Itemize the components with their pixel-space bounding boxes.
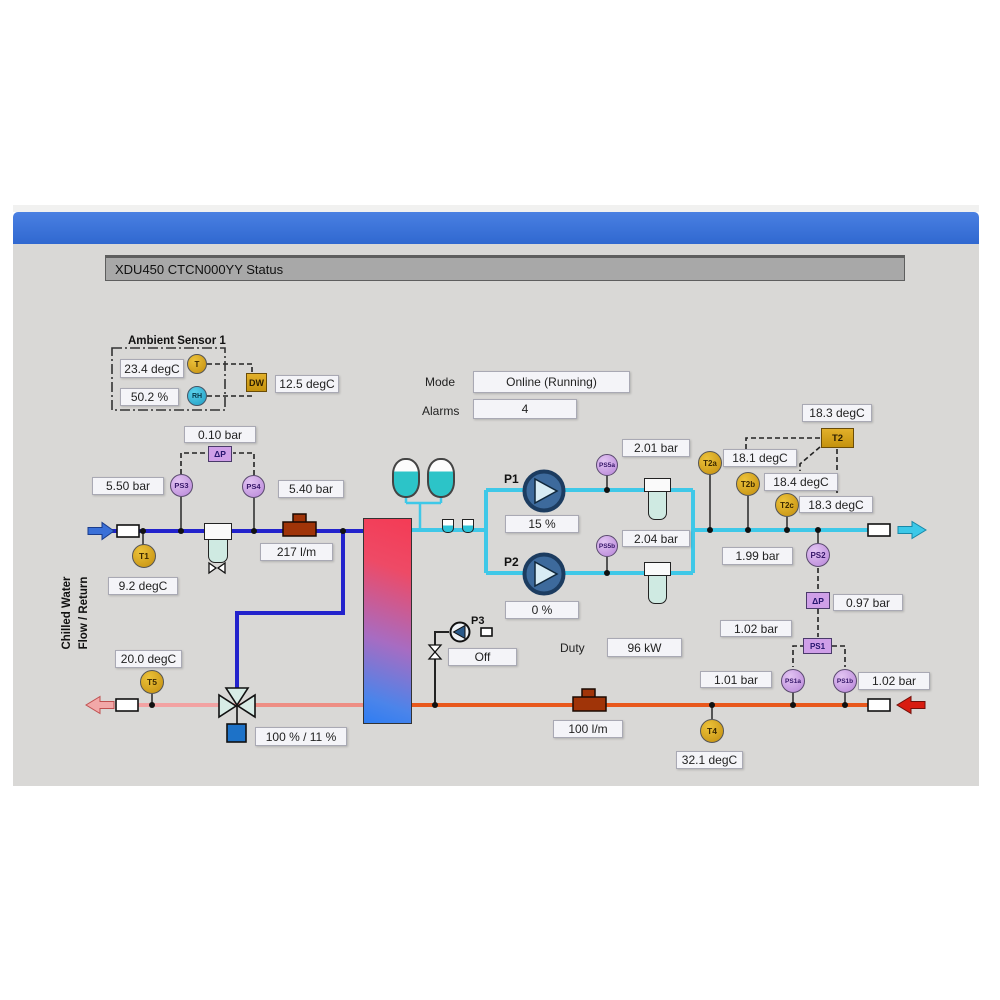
supply-filter-cap: [204, 523, 232, 540]
p2-strainer[interactable]: [648, 576, 667, 604]
p1-label: P1: [504, 472, 519, 486]
t2a-sensor[interactable]: T2a: [698, 451, 722, 475]
heat-exchanger[interactable]: [363, 518, 412, 724]
ambient-temp-readout: 23.4 degC: [120, 359, 184, 378]
ps4-readout: 5.40 bar: [278, 480, 344, 498]
pump-p1[interactable]: [522, 469, 566, 513]
ps5b-readout: 2.04 bar: [622, 530, 690, 547]
air-vent-1: [442, 519, 454, 533]
ambient-rh-sensor[interactable]: RH: [187, 386, 207, 406]
expansion-vessel-2: [427, 458, 455, 498]
pump-p2[interactable]: [522, 552, 566, 596]
ps3-sensor[interactable]: PS3: [170, 474, 193, 497]
window-titlebar: [13, 212, 979, 244]
mode-value-box[interactable]: Online (Running): [473, 371, 630, 393]
supply-dp-tag[interactable]: ΔP: [208, 446, 232, 462]
alarms-count-box[interactable]: 4: [473, 399, 577, 419]
pump-p3[interactable]: [449, 621, 471, 643]
p2-speed-readout: 0 %: [505, 601, 579, 619]
ps1-tag[interactable]: PS1: [803, 638, 832, 654]
t4-sensor[interactable]: T4: [700, 719, 724, 743]
duty-readout: 96 kW: [607, 638, 682, 657]
t5-sensor[interactable]: T5: [140, 670, 164, 694]
p3-label: P3: [471, 615, 485, 627]
window-body: [13, 244, 979, 786]
t2a-readout: 18.1 degC: [723, 449, 797, 467]
t2c-readout: 18.3 degC: [799, 496, 873, 513]
valve-position-readout: 100 % / 11 %: [255, 727, 347, 746]
ps1b-readout: 1.02 bar: [858, 672, 930, 690]
ps2-readout: 1.99 bar: [722, 547, 793, 565]
pipe-legend: Chilled Water Flow / Return: [59, 548, 95, 678]
pump-impeller-icon: [452, 624, 466, 640]
ambient-group-title: Ambient Sensor 1: [128, 335, 226, 347]
ambient-humidity-readout: 50.2 %: [120, 388, 179, 406]
p2-label: P2: [504, 555, 519, 569]
p1-speed-readout: 15 %: [505, 515, 579, 533]
supply-dp-readout: 0.10 bar: [184, 426, 256, 443]
ambient-temp-sensor[interactable]: T: [187, 354, 207, 374]
ps5a-readout: 2.01 bar: [622, 439, 690, 457]
supply-filter[interactable]: [208, 540, 228, 563]
ps1a-sensor[interactable]: PS1a: [781, 669, 805, 693]
ps5a-sensor[interactable]: PS5a: [596, 454, 618, 476]
pipe-legend-line1: Chilled Water: [61, 576, 73, 650]
outlet-dp-readout: 0.97 bar: [833, 594, 903, 611]
air-vent-2: [462, 519, 474, 533]
p1-strainer[interactable]: [648, 492, 667, 520]
page-title: XDU450 CTCN000YY Status: [105, 255, 905, 281]
p3-state-readout: Off: [448, 648, 517, 666]
ps4-sensor[interactable]: PS4: [242, 475, 265, 498]
mode-label: Mode: [425, 375, 456, 389]
outlet-dp-tag[interactable]: ΔP: [806, 592, 830, 609]
t2b-readout: 18.4 degC: [764, 473, 838, 491]
ps1a-readout: 1.01 bar: [700, 671, 772, 688]
window-top-edge: [13, 205, 979, 212]
ps2-sensor[interactable]: PS2: [806, 543, 830, 567]
t5-readout: 20.0 degC: [115, 650, 182, 668]
ps5b-sensor[interactable]: PS5b: [596, 535, 618, 557]
pipe-legend-line2: Flow / Return: [77, 576, 90, 650]
t2b-sensor[interactable]: T2b: [736, 472, 760, 496]
return-flow-readout: 100 l/m: [553, 720, 623, 738]
t4-readout: 32.1 degC: [676, 751, 743, 769]
ps3-readout: 5.50 bar: [92, 477, 164, 495]
t1-sensor[interactable]: T1: [132, 544, 156, 568]
ps1-readout: 1.02 bar: [720, 620, 792, 637]
duty-label: Duty: [560, 641, 585, 655]
t2c-sensor[interactable]: T2c: [775, 493, 799, 517]
t1-readout: 9.2 degC: [108, 577, 178, 595]
dewpoint-sensor[interactable]: DW: [246, 373, 267, 392]
alarms-label: Alarms: [422, 404, 460, 418]
supply-flow-readout: 217 l/m: [260, 543, 333, 561]
t2-readout: 18.3 degC: [802, 404, 872, 422]
t2-average-sensor[interactable]: T2: [821, 428, 854, 448]
dewpoint-readout: 12.5 degC: [275, 375, 339, 393]
p2-strainer-cap: [644, 562, 671, 576]
ps1b-sensor[interactable]: PS1b: [833, 669, 857, 693]
p1-strainer-cap: [644, 478, 671, 492]
expansion-vessel-1: [392, 458, 420, 498]
